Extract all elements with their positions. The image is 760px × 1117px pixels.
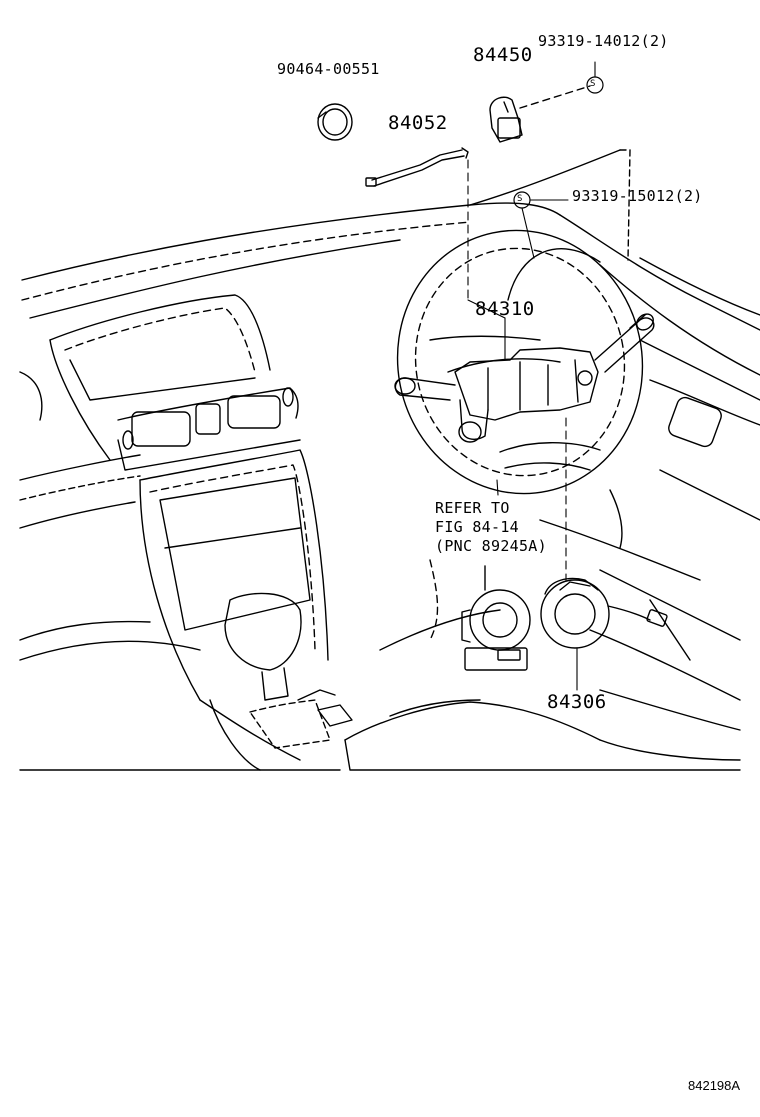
meter-hood [49, 294, 271, 461]
spiral-cable [540, 577, 668, 649]
wire-harness-part [365, 147, 469, 187]
screw-mark-symbol: S [517, 194, 523, 204]
refer-note-line1: REFER TO [435, 499, 510, 517]
combination-switch [394, 313, 655, 443]
horn-switch-part [489, 85, 591, 143]
seats [19, 559, 741, 771]
right-door [539, 339, 760, 731]
part-number-screw-14012: 93319-14012(2) [538, 32, 669, 50]
screw-mark-symbol: S [590, 79, 596, 89]
dashboard-outline [19, 149, 760, 529]
figure-id: 842198A [688, 1078, 741, 1093]
center-vents [117, 387, 301, 471]
part-number-horn-switch: 84450 [473, 44, 533, 66]
center-console [139, 449, 353, 761]
part-number-clamp: 90464-00551 [277, 60, 380, 78]
refer-note-line3: (PNC 89245A) [435, 537, 547, 555]
part-number-screw-15012: 93319-15012(2) [572, 187, 703, 205]
leader-lines [467, 61, 596, 691]
part-number-combination-switch: 84310 [475, 298, 535, 320]
steering-sensor [461, 565, 531, 671]
part-number-spiral-cable: 84306 [547, 691, 607, 713]
refer-note-line2: FIG 84-14 [435, 518, 519, 536]
clamp-part [317, 103, 353, 141]
part-number-wire: 84052 [388, 112, 448, 134]
